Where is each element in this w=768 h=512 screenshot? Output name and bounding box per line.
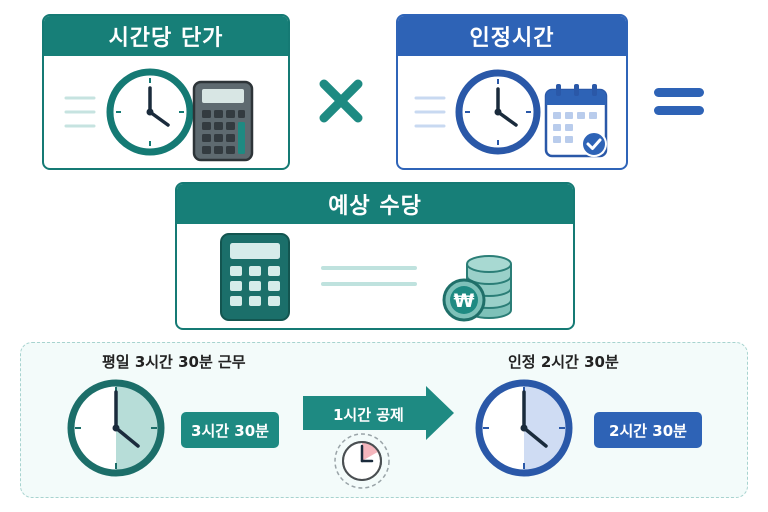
hourly-rate-illustration: [64, 68, 254, 162]
multiply-icon: [319, 79, 363, 123]
calendar-check-icon: [544, 84, 608, 158]
text-lines-icon: [64, 96, 96, 128]
calculator-icon: [192, 80, 254, 162]
recognized-time-card: 인정시간: [396, 14, 628, 170]
work-time-badge: 3시간 30분: [181, 412, 279, 448]
recognized-time-illustration: [414, 69, 608, 158]
recognized-time-label: 인정 2시간 30분: [508, 353, 619, 371]
expected-allowance-title: 예상 수당: [177, 184, 573, 224]
won-symbol: ₩: [454, 290, 475, 312]
coin-stack-icon: [466, 255, 512, 319]
work-time-label: 평일 3시간 30분 근무: [102, 353, 246, 371]
calculator-icon: [220, 233, 290, 321]
recognized-time-badge: 2시간 30분: [594, 412, 702, 448]
deduction-label: 1시간 공제: [333, 406, 404, 424]
won-coin-icon: ₩: [442, 278, 486, 322]
hourly-rate-card: 시간당 단가: [42, 14, 290, 170]
recognized-time-title: 인정시간: [398, 16, 626, 56]
text-lines-icon: [321, 266, 417, 286]
equals-icon: [654, 88, 704, 115]
hourly-rate-title: 시간당 단가: [44, 16, 288, 56]
clock-icon: [106, 68, 194, 156]
text-lines-icon: [414, 96, 446, 128]
clock-icon: [455, 69, 541, 155]
expected-allowance-card: 예상 수당: [175, 182, 575, 330]
expected-allowance-illustration: ₩: [220, 233, 512, 322]
